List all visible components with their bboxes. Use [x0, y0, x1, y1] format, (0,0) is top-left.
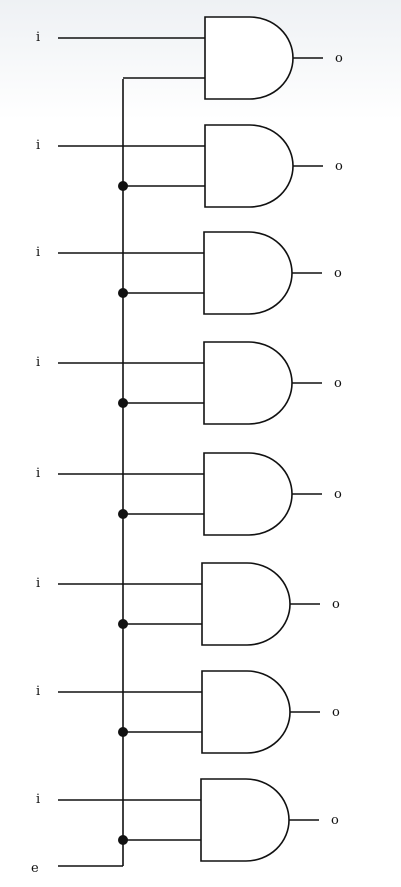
input-label-1: i: [36, 30, 40, 45]
and-gate-3: io: [36, 231, 342, 315]
top-shading: [0, 0, 401, 120]
and-gate-7: io: [36, 670, 340, 754]
and-gate-body-5: [203, 452, 293, 536]
junction-dot-8: [118, 835, 128, 845]
input-label-8: i: [36, 792, 40, 807]
enable-bus: e: [31, 79, 124, 876]
output-label-8: o: [331, 813, 339, 828]
and-gate-1: io: [36, 16, 343, 100]
and-gate-4: io: [36, 341, 342, 425]
and-gate-5: io: [36, 452, 342, 536]
input-label-6: i: [36, 576, 40, 591]
input-label-5: i: [36, 466, 40, 481]
and-gate-body-3: [203, 231, 293, 315]
junction-dot-3: [118, 288, 128, 298]
enable-label: e: [31, 861, 39, 876]
and-gate-body-2: [204, 124, 294, 208]
output-label-6: o: [332, 597, 340, 612]
input-label-4: i: [36, 355, 40, 370]
and-gate-body-7: [201, 670, 291, 754]
junction-dot-5: [118, 509, 128, 519]
and-gate-body-4: [203, 341, 293, 425]
input-label-2: i: [36, 138, 40, 153]
and-gate-6: io: [36, 562, 340, 646]
output-label-3: o: [334, 266, 342, 281]
and-gate-8: io: [36, 778, 339, 862]
output-label-5: o: [334, 487, 342, 502]
and-gate-body-6: [201, 562, 291, 646]
junction-dot-6: [118, 619, 128, 629]
output-label-2: o: [335, 159, 343, 174]
input-label-3: i: [36, 245, 40, 260]
and-gate-2: io: [36, 124, 343, 208]
and-gate-body-8: [200, 778, 290, 862]
junction-dot-4: [118, 398, 128, 408]
junction-dot-2: [118, 181, 128, 191]
junction-dot-7: [118, 727, 128, 737]
input-label-7: i: [36, 684, 40, 699]
output-label-7: o: [332, 705, 340, 720]
output-label-4: o: [334, 376, 342, 391]
and-gate-body-1: [204, 16, 294, 100]
output-label-1: o: [335, 51, 343, 66]
